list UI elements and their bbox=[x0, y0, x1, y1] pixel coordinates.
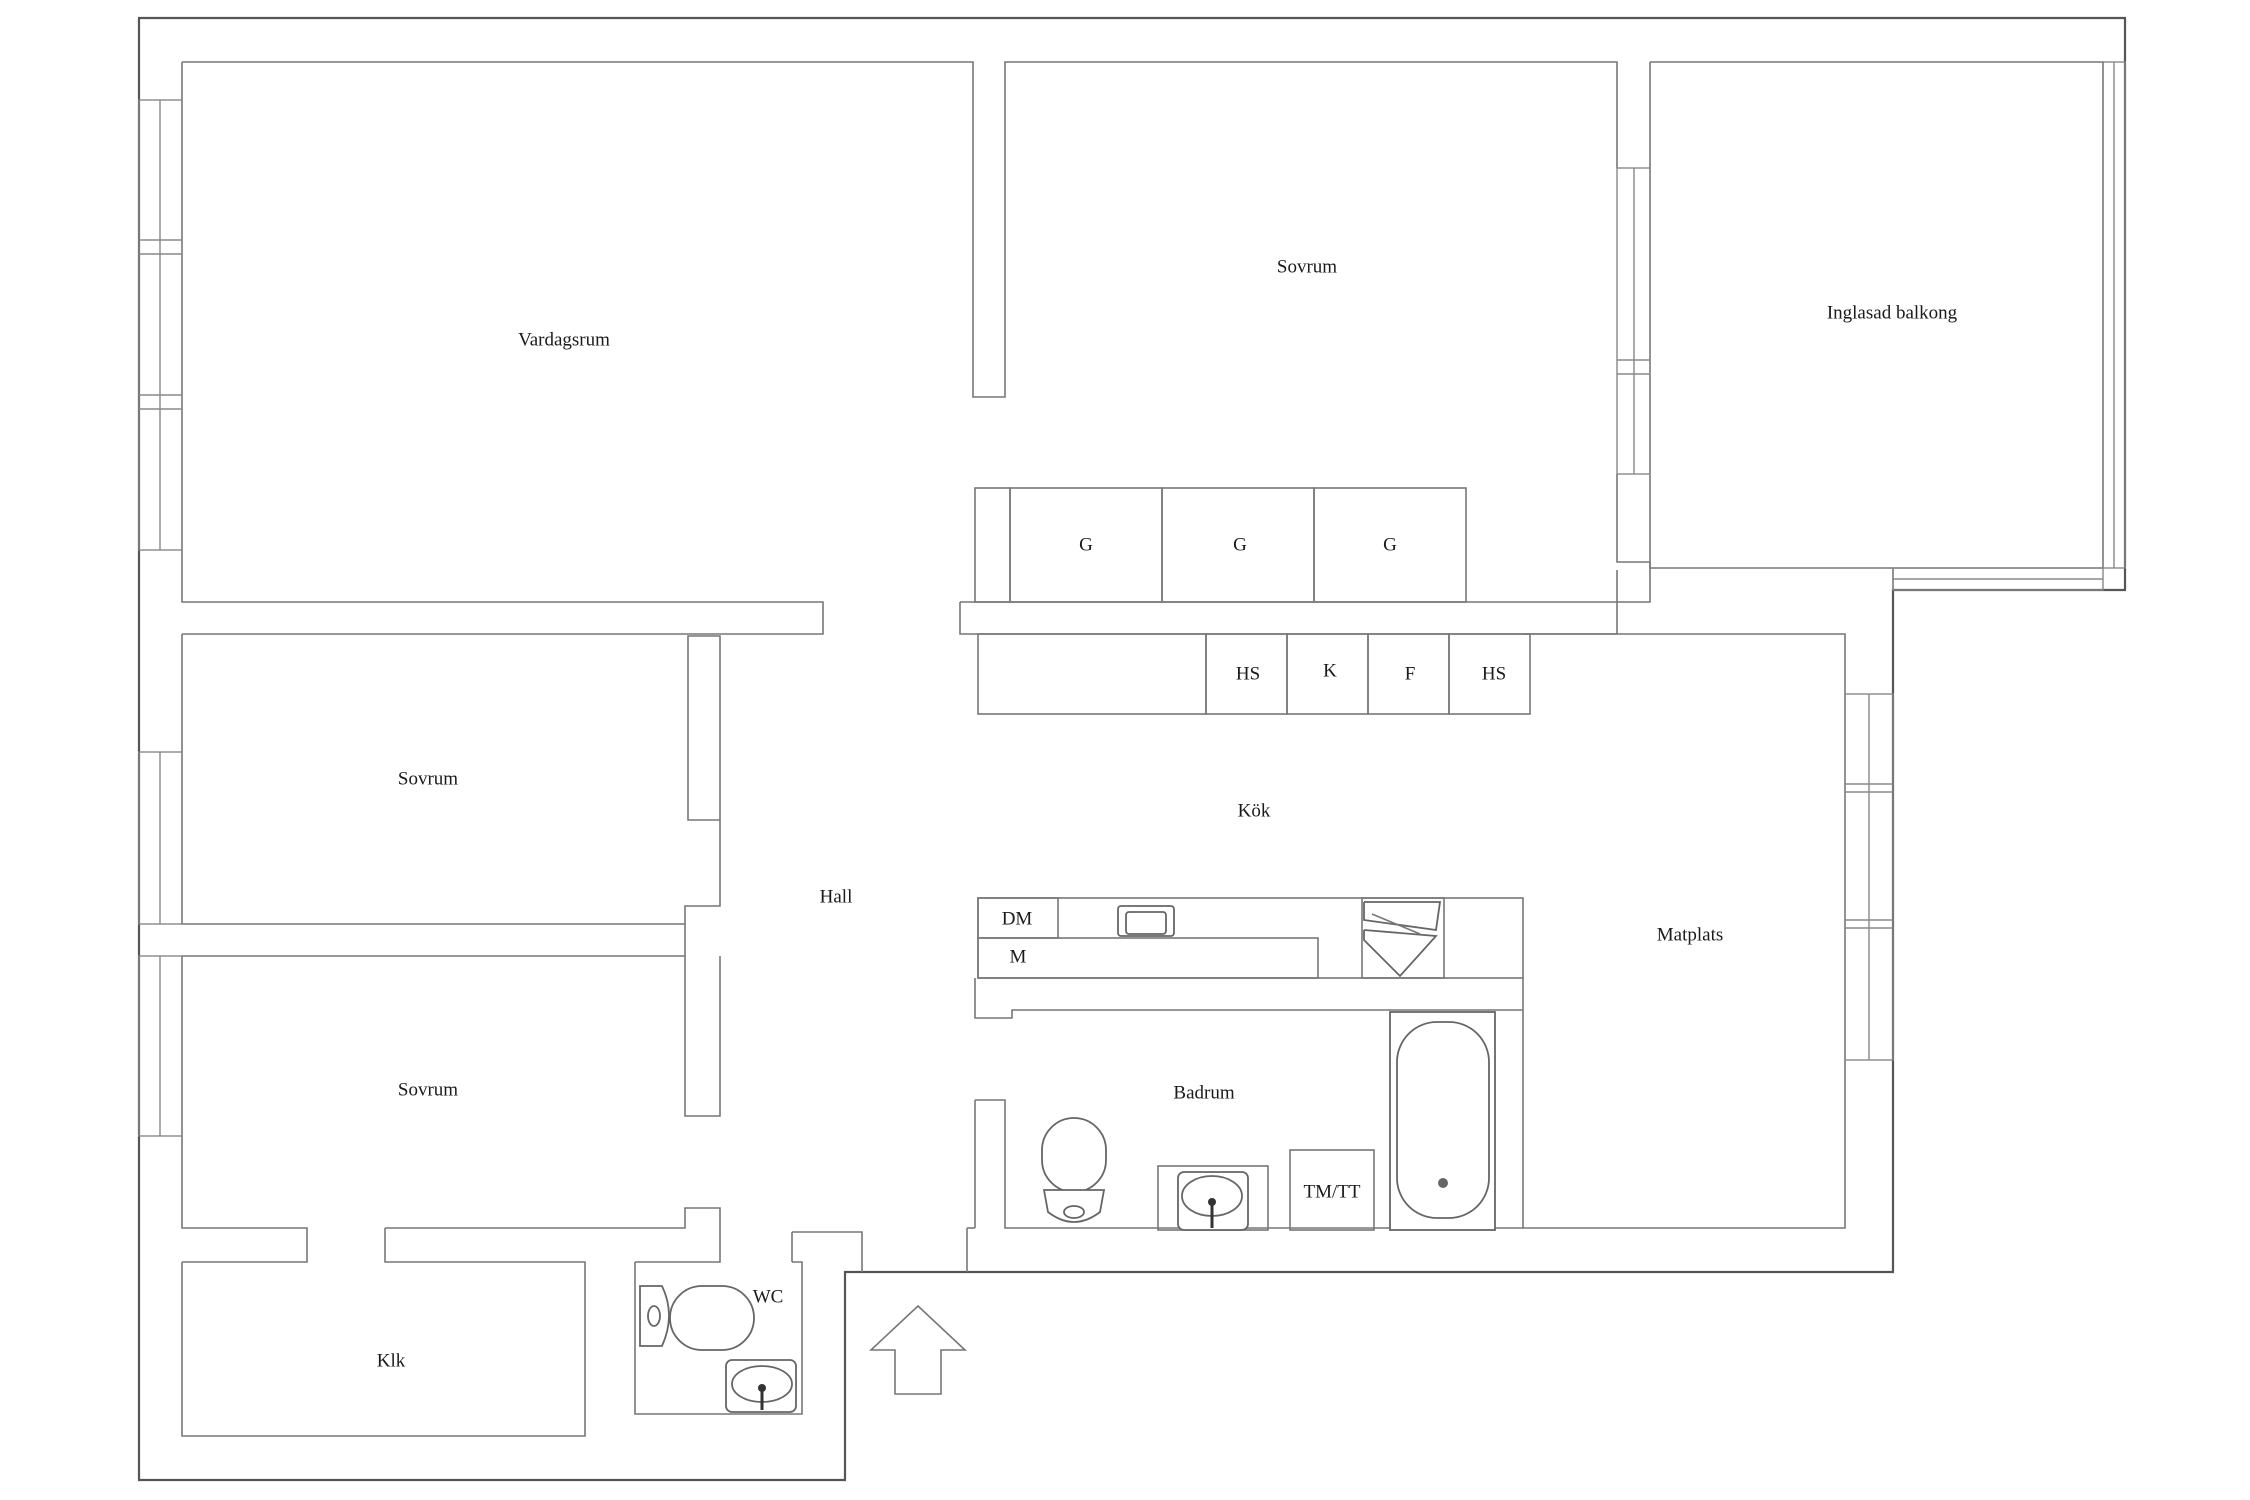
wardrobe-3 bbox=[1313, 487, 1467, 603]
wardrobes: G G G bbox=[974, 487, 1467, 603]
corner-sink-icon bbox=[1361, 897, 1445, 979]
wardrobe-1-label: G bbox=[1079, 534, 1093, 555]
wc-fixtures bbox=[639, 1285, 797, 1413]
bathroom-sink-icon bbox=[1157, 1165, 1269, 1231]
windows bbox=[138, 61, 2126, 1137]
room-vardagsrum: Vardagsrum bbox=[518, 329, 610, 350]
kitchen-upper-units: HS K F HS bbox=[977, 633, 1531, 715]
dishwasher-label: DM bbox=[1002, 908, 1033, 929]
cabinet-f-label: F bbox=[1405, 663, 1416, 684]
room-matplats: Matplats bbox=[1657, 924, 1724, 945]
room-sovrum-top: Sovrum bbox=[1277, 256, 1337, 277]
wc-sink-icon bbox=[725, 1359, 797, 1413]
room-klk: Klk bbox=[377, 1350, 406, 1371]
outer-wall bbox=[137, 16, 2127, 1482]
cabinet-k-label: K bbox=[1323, 660, 1337, 681]
microwave bbox=[977, 937, 1319, 979]
room-sovrum-bottom: Sovrum bbox=[398, 1079, 458, 1100]
cabinet-hs-2-label: HS bbox=[1482, 663, 1506, 684]
washer-dryer bbox=[1289, 1149, 1375, 1231]
up-arrow-icon bbox=[868, 1304, 968, 1395]
cabinet-hs-1-label: HS bbox=[1236, 663, 1260, 684]
room-labels: Vardagsrum Sovrum Inglasad balkong Sovru… bbox=[377, 256, 1958, 1371]
wc-toilet-icon bbox=[639, 1285, 755, 1351]
room-sovrum-mid: Sovrum bbox=[398, 768, 458, 789]
wardrobe-2-label: G bbox=[1233, 534, 1247, 555]
cabinet-hs-2 bbox=[1448, 633, 1531, 715]
room-kok: Kök bbox=[1238, 800, 1271, 821]
toilet-icon bbox=[1041, 1117, 1107, 1223]
kitchen-sink-icon bbox=[1117, 905, 1175, 937]
room-badrum: Badrum bbox=[1173, 1082, 1234, 1103]
bathroom-fixtures: TM/TT bbox=[1041, 1011, 1496, 1231]
microwave-label: M bbox=[1010, 946, 1027, 967]
bathtub-icon bbox=[1389, 1011, 1496, 1231]
room-inglasad-balkong: Inglasad balkong bbox=[1827, 302, 1958, 323]
wardrobe-3-label: G bbox=[1383, 534, 1397, 555]
washer-dryer-label: TM/TT bbox=[1304, 1181, 1361, 1202]
room-hall: Hall bbox=[820, 886, 853, 907]
interior-walls bbox=[181, 61, 2104, 1437]
kitchen-lower-counter: DM M bbox=[977, 897, 1524, 979]
room-wc: WC bbox=[753, 1286, 784, 1307]
